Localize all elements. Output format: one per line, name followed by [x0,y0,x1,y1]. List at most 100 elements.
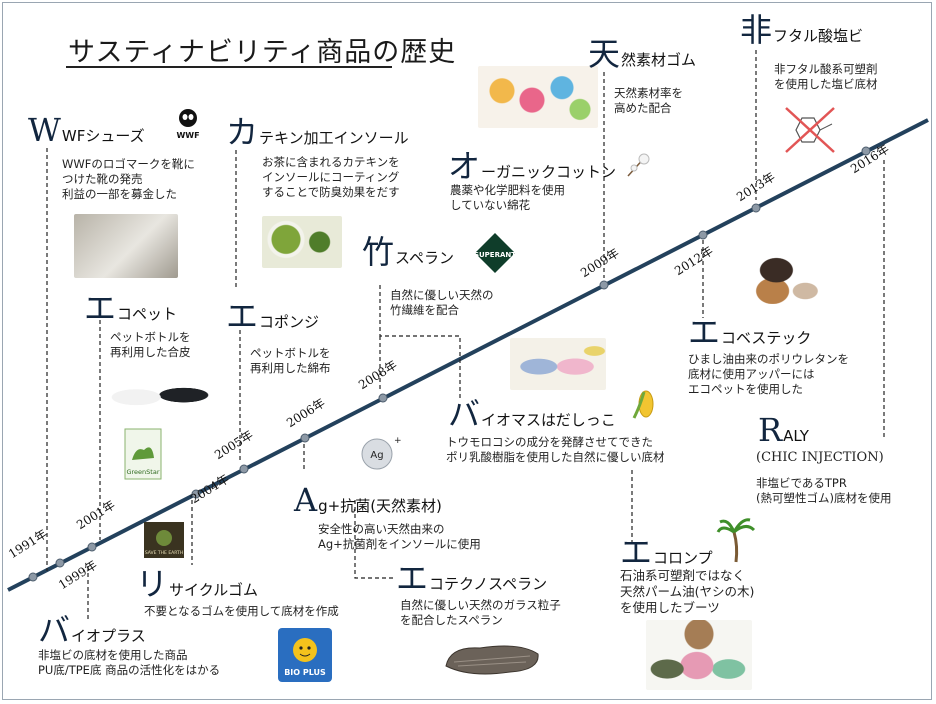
page-title: サスティナビリティ商品の歴史 [68,30,456,69]
svg-text:+: + [394,436,401,446]
biomass-shoes-photo [510,338,606,390]
year-dot-1999 [56,559,64,567]
initial: R [758,411,782,449]
wwf-logo-text: WWF [176,131,199,140]
item-ecopet-heading: エコペット [84,292,177,324]
wwf-shoe-photo [74,214,178,278]
initial: 非 [740,11,772,49]
item-biomass-heading: バイオマスはだしっこ [448,398,616,430]
badge-text: SAVE THE EARTH [145,550,183,556]
item-recycle-heading: リサイクルゴム [136,568,258,600]
desc-line: Ag+抗菌剤をインソールに使用 [318,537,481,552]
item-bamboo-heading: 竹スペラン [362,236,454,268]
item-rubber-desc: 天然素材率を 高めた配合 [614,86,683,116]
badge-text: Ag [370,450,383,461]
desc-line: PU底/TPE底 商品の活性化をはかる [38,663,220,678]
item-ecotechno-heading: エコテクノスペラン [396,562,547,594]
initial: バ [38,611,70,649]
item-raly-desc: 非塩ビであるTPR (熱可塑性ゴム)底材を使用 [756,476,891,506]
desc-line: 非フタル酸系可塑剤 [774,62,878,77]
desc-line: することで防臭効果をだす [262,185,400,200]
title-underline [66,66,392,68]
item-biomass-desc: トウモロコシの成分を発酵させてできた ポリ乳酸樹脂を使用した自然に優しい底材 [446,435,665,465]
desc-line: を配合したスペラン [400,613,561,628]
item-recycle-desc: 不要となるゴムを使用して底材を作成 [144,604,339,619]
desc-line: 農薬や化学肥料を使用 [450,183,565,198]
item-bioplus-heading: バイオプラス [38,614,146,646]
colorful-shoes-photo [478,66,598,128]
heading-text: コポンジ [259,313,319,331]
heading-text: コロンプ [653,549,713,567]
heading-text: コペット [117,305,177,323]
save-the-earth-badge-icon: SAVE THE EARTH [144,522,184,558]
item-ecotechno-desc: 自然に優しい天然のガラス粒子 を配合したスペラン [400,598,561,628]
item-organic-heading: オーガニックコットン [448,150,616,182]
phthalate-crossed-molecule-icon [782,104,838,156]
initial: カ [226,113,258,151]
desc-line: 非塩ビであるTPR [756,476,891,491]
heading-text: g+抗菌(天然素材) [318,497,442,515]
year-dot-2013 [752,204,760,212]
year-dot-2006 [301,434,309,442]
initial: 竹 [362,233,394,271]
desc-line: 自然に優しい天然のガラス粒子 [400,598,561,613]
desc-line: を使用した塩ビ底材 [774,77,878,92]
item-phthalate-desc: 非フタル酸系可塑剤 を使用した塩ビ底材 [774,62,878,92]
year-dot-2005 [240,465,248,473]
item-ag-heading: Ag+抗菌(天然素材) [294,484,442,516]
year-dot-2012 [699,231,707,239]
item-organic-desc: 農薬や化学肥料を使用 していない綿花 [450,183,565,213]
heading-text: コテクノスペラン [429,575,547,593]
ag-ion-icon: Ag + [357,433,401,471]
desc-line: ポリ乳酸樹脂を使用した自然に優しい底材 [446,450,665,465]
desc-line: 高めた配合 [614,101,683,116]
desc-line: 自然に優しい天然の [390,288,494,303]
initial: リ [136,565,168,603]
desc-line: 安全性の高い天然由来の [318,522,481,537]
badge-text: SUPERANT [474,251,516,259]
initial: エ [226,297,258,335]
desc-line: エコペットを使用した [688,382,849,397]
heading-text: イオマスはだしっこ [481,411,616,429]
desc-line: 利益の一部を募金した [62,187,195,202]
item-wwf-heading: WWFシューズ [28,114,145,146]
bioplus-logo-icon: BIO PLUS [278,628,332,682]
palm-tree-icon [716,516,756,564]
tag-text: GreenStar [126,468,159,476]
item-ecosponge-desc: ペットボトルを 再利用した綿布 [250,346,331,376]
year-dot-2008 [379,394,387,402]
badge-text: BIO PLUS [284,668,326,677]
desc-line: 竹繊維を配合 [390,303,494,318]
green-tea-photo [262,216,342,268]
item-ecolonp-heading: エコロンプ [620,536,713,568]
greenstar-tag-icon: GreenStar [124,428,162,480]
corn-icon [630,388,660,422]
initial: エ [84,289,116,327]
desc-line: お茶に含まれるカテキンを [262,155,400,170]
cotton-flower-icon [622,150,652,180]
heading-text: イオプラス [71,627,146,645]
item-raly-heading: RALY [758,414,809,446]
desc-line: つけた靴の発売 [62,172,195,187]
desc-line: していない綿花 [450,198,565,213]
item-catechin-desc: お茶に含まれるカテキンを インソールにコーティング することで防臭効果をだす [262,155,400,200]
desc-line: (熱可塑性ゴム)底材を使用 [756,491,891,506]
initial: オ [448,147,480,185]
item-bamboo-desc: 自然に優しい天然の 竹繊維を配合 [390,288,494,318]
initial: W [28,111,61,149]
item-bioplus-desc: 非塩ビの底材を使用した商品 PU底/TPE底 商品の活性化をはかる [38,648,220,678]
initial: エ [688,313,720,351]
heading-text: 然素材ゴム [621,51,696,69]
item-ecobestec-heading: エコベステック [688,316,811,348]
initial: エ [620,533,652,571]
item-wwf-desc: WWFのロゴマークを靴に つけた靴の発売 利益の一部を募金した [62,157,195,202]
desc-line: 再利用した合皮 [110,345,191,360]
heading-text: ALY [783,427,809,445]
shoe-sole-icon [440,636,544,680]
heading-text: フタル酸塩ビ [773,27,863,45]
item-ecolonp-desc: 石油系可塑剤ではなく 天然パーム油(ヤシの木) を使用したブーツ [620,568,754,616]
boots-photo [646,620,752,690]
initial: バ [448,395,480,433]
superant-badge-icon: SUPERANT [474,232,516,274]
initial: エ [396,559,428,597]
